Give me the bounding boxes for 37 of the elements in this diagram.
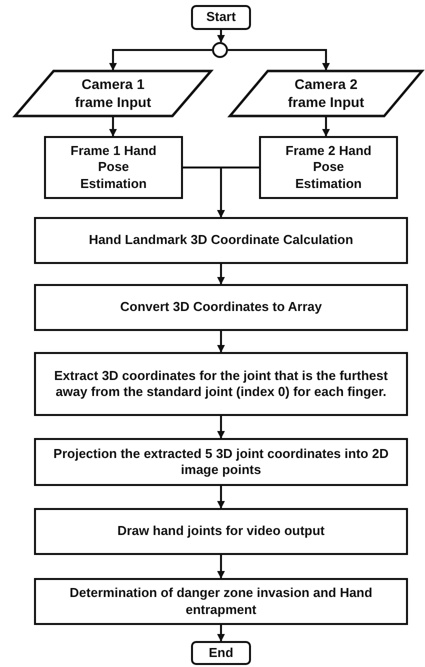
- arrow: [109, 117, 117, 137]
- step-label: Frame 1 Hand Pose Estimation: [70, 143, 158, 192]
- process-box: [34, 217, 408, 264]
- process-box: [34, 578, 408, 625]
- process-box: [34, 508, 408, 555]
- step-label: Camera 2 frame Input: [286, 76, 366, 111]
- step-label: Camera 1 frame Input: [74, 76, 152, 111]
- step-label: Start: [206, 9, 236, 26]
- arrow: [217, 416, 225, 439]
- step-label: Extract 3D coordinates for the joint that is the furthest away from the standard joint (index 0) for each finger.: [53, 368, 389, 400]
- arrow: [109, 49, 212, 71]
- step-label: Projection the extracted 5 3D joint coordinates into 2D image points: [52, 446, 390, 478]
- arrow: [217, 486, 225, 509]
- process-box: [34, 438, 408, 486]
- process-box: [44, 136, 183, 199]
- step-label: Draw hand joints for video output: [116, 523, 326, 540]
- input-parallelogram: [229, 70, 423, 117]
- step-label: Hand Landmark 3D Coordinate Calculation: [88, 232, 354, 249]
- arrow: [217, 166, 259, 218]
- input-parallelogram: [14, 70, 212, 117]
- step-label: Convert 3D Coordinates to Array: [119, 299, 323, 316]
- arrow: [217, 331, 225, 353]
- process-box: [34, 284, 408, 331]
- step-label: Determination of danger zone invasion and Hand entrapment: [68, 585, 374, 618]
- arrow: [217, 30, 225, 43]
- arrow: [322, 117, 330, 137]
- circle-shape: [212, 42, 228, 58]
- process-box: [34, 352, 408, 416]
- step-label: End: [208, 644, 234, 662]
- arrow: [217, 555, 225, 579]
- arrow: [217, 625, 225, 642]
- arrow: [217, 264, 225, 285]
- terminal-box: [191, 5, 251, 30]
- arrow: [228, 49, 330, 71]
- terminal-box: [191, 641, 251, 665]
- process-box: [259, 136, 398, 199]
- step-label: Frame 2 Hand Pose Estimation: [284, 143, 372, 192]
